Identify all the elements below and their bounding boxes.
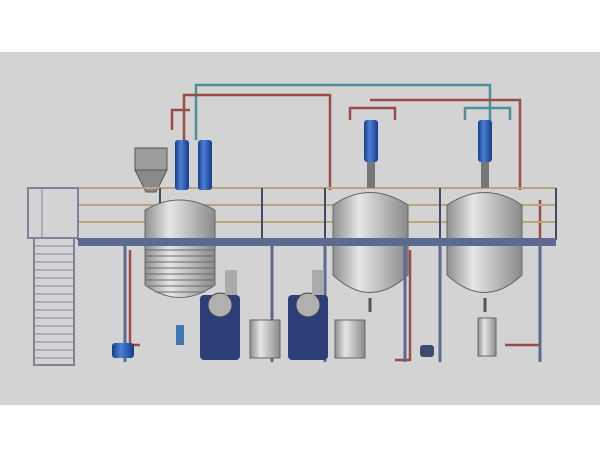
coil-reactor xyxy=(144,199,216,298)
powder-hopper xyxy=(134,147,168,193)
holding-tank-1 xyxy=(249,319,281,359)
overhead-pipes xyxy=(128,83,542,362)
agitator-motor xyxy=(175,140,212,190)
bead-mill-1 xyxy=(200,270,240,360)
platform-beam xyxy=(78,238,556,246)
staircase xyxy=(27,187,79,366)
filter-housing xyxy=(477,317,497,357)
transfer-pump xyxy=(112,325,434,358)
holding-tank-2 xyxy=(334,319,366,359)
bead-mill-2 xyxy=(288,270,328,360)
